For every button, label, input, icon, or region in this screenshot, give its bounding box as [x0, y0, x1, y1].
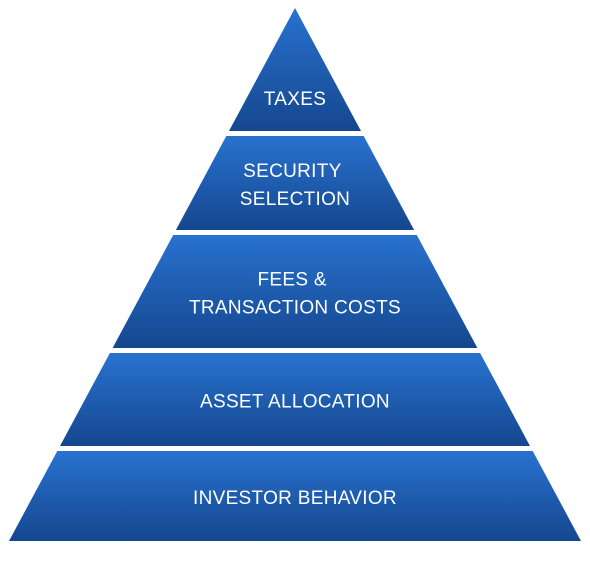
tier-security-selection: SECURITY SELECTION	[175, 136, 415, 230]
tier-security-selection-shape	[175, 136, 415, 230]
tier-fees-transaction-costs-label: FEES & TRANSACTION COSTS	[189, 270, 401, 319]
tier-security-selection-label: SECURITY SELECTION	[240, 161, 350, 210]
tier-asset-allocation-label: ASSET ALLOCATION	[200, 392, 390, 413]
tier-fees-transaction-costs: FEES & TRANSACTION COSTS	[112, 235, 478, 348]
tier-investor-behavior: INVESTOR BEHAVIOR	[9, 451, 581, 541]
tier-asset-allocation-shape	[60, 353, 530, 446]
tier-taxes-label: TAXES	[264, 89, 326, 110]
tier-asset-allocation: ASSET ALLOCATION	[60, 353, 530, 446]
tier-investor-behavior-shape	[9, 451, 581, 541]
tier-investor-behavior-label: INVESTOR BEHAVIOR	[193, 488, 397, 509]
tier-taxes-shape	[229, 8, 361, 131]
tier-fees-transaction-costs-shape	[112, 235, 478, 348]
tier-taxes: TAXES	[229, 8, 361, 131]
